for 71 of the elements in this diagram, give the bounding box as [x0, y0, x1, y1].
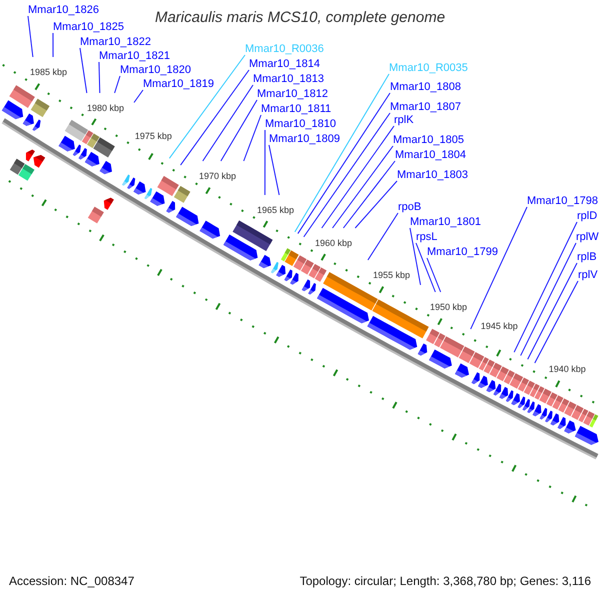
gene-label: Mmar10_1803 — [397, 169, 468, 181]
gene-label: Mmar10_1812 — [257, 88, 328, 100]
scale-label: 1980 kbp — [87, 103, 124, 113]
gene-label: Mmar10_1822 — [80, 36, 151, 48]
leader-line — [416, 242, 436, 292]
gene-label: Mmar10_1813 — [253, 73, 324, 85]
leader-line — [297, 92, 390, 234]
gene-label: rplK — [394, 114, 414, 126]
gene-label: Mmar10_R0036 — [245, 43, 324, 55]
leader-line — [342, 160, 396, 228]
leader-line — [332, 146, 394, 228]
leader-line — [52, 32, 54, 58]
leader-line — [202, 84, 254, 162]
gene-label: Mmar10_1826 — [28, 4, 99, 16]
leader-line — [410, 228, 422, 286]
gene-label: Mmar10_1821 — [99, 50, 170, 62]
scale-label: 1975 kbp — [134, 131, 172, 142]
scale-label: 1955 kbp — [373, 270, 410, 280]
gene-label: Mmar10_1799 — [427, 246, 498, 258]
leader-line — [134, 90, 144, 103]
scale-label: 1960 kbp — [315, 238, 352, 248]
gene-label: rplV — [578, 269, 598, 281]
leader-line — [80, 48, 88, 94]
leader-line — [294, 74, 390, 232]
scale-label: 1985 kbp — [30, 67, 68, 77]
leader-line — [367, 212, 398, 260]
gene-label: Mmar10_1820 — [120, 64, 191, 76]
leader-line — [534, 280, 578, 364]
gene-label: Mmar10_1807 — [390, 101, 461, 113]
leader-line — [168, 54, 246, 159]
genome-summary-text: Topology: circular; Length: 3,368,780 bp; Genes: 3,116 — [300, 574, 591, 588]
scale-label: 1940 kbp — [548, 364, 586, 374]
gene-label: Mmar10_1808 — [390, 81, 461, 93]
leader-line — [264, 130, 266, 196]
leader-line — [114, 76, 120, 94]
leader-line — [354, 180, 398, 228]
leader-line — [321, 126, 394, 228]
gene-label: Mmar10_1809 — [269, 133, 340, 145]
leader-line — [28, 16, 34, 58]
gene-label: Mmar10_1814 — [249, 58, 320, 70]
scale-label: 1950 kbp — [430, 302, 468, 312]
scale-label: 1965 kbp — [257, 205, 294, 215]
gene-label: Mmar10_1805 — [393, 134, 464, 146]
gene-label: Mmar10_R0035 — [389, 62, 468, 74]
accession-text: Accession: NC_008347 — [9, 574, 134, 588]
gene-label: rplW — [576, 231, 599, 243]
leader-line — [243, 114, 262, 162]
leader-line — [220, 100, 258, 162]
leader-line — [514, 222, 578, 353]
leader-line — [426, 258, 442, 292]
gene-label: Mmar10_1804 — [395, 149, 466, 161]
gene-label: rplB — [577, 251, 597, 263]
leader-line — [98, 62, 100, 94]
scale-label: 1970 kbp — [199, 171, 236, 181]
leader-line — [180, 70, 250, 166]
gene-label: Mmar10_1811 — [261, 103, 332, 115]
leader-line — [520, 242, 576, 356]
gene-label: Mmar10_1801 — [410, 216, 481, 228]
leader-line — [268, 144, 280, 196]
gene-label: Mmar10_1819 — [143, 78, 214, 90]
leader-line — [303, 112, 390, 238]
gene-label: Mmar10_1825 — [53, 21, 124, 33]
gene-label: Mmar10_1810 — [265, 118, 336, 130]
title: Maricaulis maris MCS10, complete genome — [154, 9, 446, 27]
gene-label: rpsL — [416, 231, 438, 243]
scale-label: 1945 kbp — [480, 321, 518, 332]
leader-line — [527, 262, 578, 360]
gene-label: rpoB — [398, 201, 422, 213]
gene-label: rplD — [577, 210, 598, 222]
gene-label: Mmar10_1798 — [527, 195, 598, 207]
leader-line — [470, 206, 528, 330]
